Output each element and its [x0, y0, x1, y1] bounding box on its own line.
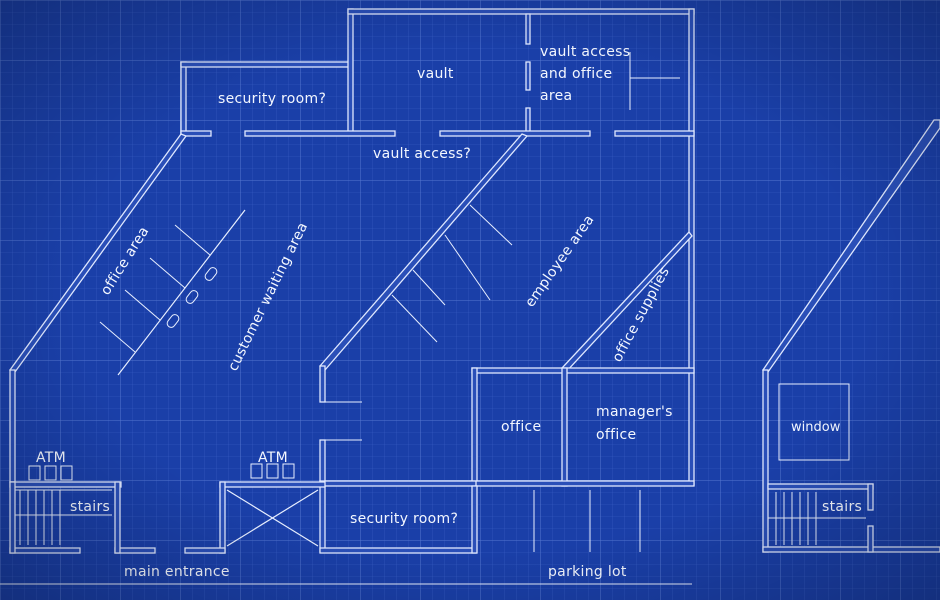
label-security-room-top: security room? — [218, 91, 326, 107]
label-atm-left: ATM — [36, 450, 66, 466]
label-parking-lot: parking lot — [548, 564, 627, 580]
label-vault-access-office-1: vault access — [540, 44, 630, 60]
label-vault-access: vault access? — [373, 146, 471, 162]
label-atm-mid: ATM — [258, 450, 288, 466]
label-main-entrance: main entrance — [124, 564, 230, 580]
label-vault: vault — [417, 66, 454, 82]
label-managers-office-1: manager's — [596, 404, 673, 420]
label-security-room-bottom: security room? — [350, 511, 458, 527]
label-window: window — [791, 420, 841, 435]
label-stairs-right: stairs — [822, 499, 862, 515]
label-managers-office-2: office — [596, 427, 636, 443]
label-office: office — [501, 419, 541, 435]
label-vault-access-office-3: area — [540, 88, 572, 104]
label-vault-access-office-2: and office — [540, 66, 612, 82]
label-stairs-left: stairs — [70, 499, 110, 515]
